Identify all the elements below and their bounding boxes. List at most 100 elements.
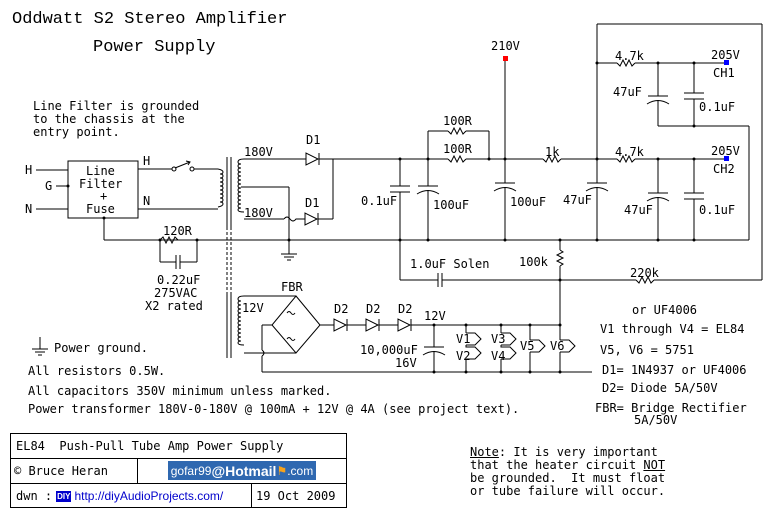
heater-bias-network: [400, 238, 763, 340]
cap-100uf-1: [416, 157, 440, 242]
resistor-120r: [158, 235, 199, 269]
label-022uf: 0.22uF: [157, 273, 201, 287]
label-fbr: FBR: [281, 280, 303, 294]
label-12v-dc: 12V: [424, 309, 446, 323]
label-1k: 1k: [545, 145, 560, 159]
note-transformer: Power transformer 180V-0-180V @ 100mA + …: [28, 402, 520, 416]
legend-fbr-1: FBR= Bridge Rectifier: [595, 401, 747, 415]
heater-note-line2: that the heater circuit NOT: [470, 459, 665, 472]
tb-date: 19 Oct 2009: [256, 489, 336, 503]
label-180v-top: 180V: [244, 145, 273, 159]
heater-supply: [237, 295, 592, 374]
hotmail-flag-icon: ⚑: [276, 463, 288, 478]
title-block: [10, 433, 347, 508]
tb-divider-1: [10, 458, 347, 459]
cap-100uf-2: [493, 157, 517, 242]
tb-divider-4: [251, 483, 252, 508]
diagram-title: Oddwatt S2 Stereo Amplifier: [12, 10, 288, 29]
label-v6: V6: [550, 339, 565, 353]
tb-divider-3: [137, 458, 138, 483]
line-filter-note-1: Line Filter is grounded: [33, 99, 200, 113]
label-47uf-main: 47uF: [563, 193, 592, 207]
note-label: Note: [470, 445, 499, 459]
label-47uf-ch1: 47uF: [613, 85, 642, 99]
label-100uf-1: 100uF: [433, 198, 470, 212]
resistors-100r-parallel: [427, 126, 505, 164]
label-v3: V3: [491, 332, 506, 346]
label-16v: 16V: [395, 356, 417, 370]
legend-d1: D1= 1N4937 or UF4006: [602, 363, 747, 377]
diagram-subtitle: Power Supply: [93, 38, 216, 57]
note-text-1: : It is very important: [498, 445, 658, 459]
label-h-out: H: [143, 154, 151, 168]
label-h-in: H: [25, 163, 33, 177]
tb-author: © Bruce Heran: [14, 464, 108, 478]
label-d2-c: D2: [398, 302, 413, 316]
cap-0.1uf-main: [390, 157, 410, 280]
label-v5: V5: [520, 339, 535, 353]
ground-legend-icon: [32, 337, 48, 356]
diode-d1-bottom: [304, 159, 334, 226]
marker-205v-ch1: [724, 60, 729, 65]
label-0.1uf-ch1: 0.1uF: [699, 100, 736, 114]
email-user: gofar99: [170, 463, 212, 478]
legend-v5-v6: V5, V6 = 5751: [600, 343, 694, 357]
label-n-out: N: [143, 194, 151, 208]
label-0.1uf-ch2: 0.1uF: [699, 203, 736, 217]
transformer-secondary-hv: [237, 158, 306, 240]
email-at: @: [211, 462, 226, 479]
marker-205v-ch2: [724, 156, 729, 161]
heater-note-line1: Note: It is very important: [470, 446, 658, 459]
label-0.1uf-main: 0.1uF: [361, 194, 398, 208]
label-205v-ch2: 205V: [711, 144, 740, 158]
line-filter-note-3: entry point.: [33, 125, 120, 139]
label-47uf-ch2: 47uF: [624, 203, 653, 217]
filter-label-3: +: [100, 189, 108, 203]
legend-v1-v4: V1 through V4 = EL84: [600, 322, 745, 336]
legend-or-uf4006: or UF4006: [632, 303, 698, 317]
label-205v-ch1: 205V: [711, 48, 740, 62]
ground-symbol: [281, 238, 297, 261]
ac-input-wires: [36, 169, 70, 210]
legend-fbr-2: 5A/50V: [634, 413, 678, 427]
filter-label-2: Filter: [79, 177, 123, 191]
diode-d1-top: [305, 152, 400, 166]
note-resistors: All resistors 0.5W.: [28, 364, 166, 378]
resistor-1k: [542, 154, 562, 164]
email-domain: Hotmail: [225, 462, 277, 479]
filter-label-4: Fuse: [86, 202, 115, 216]
label-d2-a: D2: [334, 302, 349, 316]
bridge-rectifier: [271, 295, 321, 354]
label-ch1: CH1: [713, 66, 735, 80]
drawn-label: dwn :: [16, 489, 53, 503]
heater-note-line4: or tube failure will occur.: [470, 484, 666, 498]
label-1uf-solen: 1.0uF Solen: [410, 257, 490, 271]
label-275vac: 275VAC: [154, 286, 198, 300]
label-d1-top: D1: [306, 133, 321, 147]
label-ch2: CH2: [713, 162, 735, 176]
label-4.7k-ch2: 4.7k: [615, 145, 644, 159]
cap-47uf-main: [585, 43, 609, 242]
tube-heaters: [464, 323, 576, 374]
label-4.7k-ch1: 4.7k: [615, 49, 644, 63]
note-emphasis: NOT: [643, 458, 666, 472]
label-n-in: N: [25, 202, 33, 216]
label-100k: 100k: [519, 255, 548, 269]
label-d2-b: D2: [366, 302, 381, 316]
ch1-filter: [595, 23, 763, 240]
ch2-filter: [597, 154, 749, 242]
label-100uf-2: 100uF: [510, 195, 547, 209]
email-badge[interactable]: gofar99@Hotmail⚑.com: [168, 461, 316, 480]
heater-note-line3: be grounded. It must float: [470, 471, 666, 485]
filter-label-1: Line: [86, 164, 115, 178]
label-v2: V2: [456, 349, 471, 363]
transformer-core: [226, 157, 232, 358]
note-power-ground: Power ground.: [54, 341, 148, 355]
label-v4: V4: [491, 349, 506, 363]
tb-drawing-name: EL84 Push-Pull Tube Amp Power Supply: [16, 439, 284, 453]
transformer-primary: [217, 168, 224, 208]
website-link[interactable]: http://diyAudioProjects.com/: [74, 489, 224, 503]
label-100r-b: 100R: [443, 142, 472, 156]
